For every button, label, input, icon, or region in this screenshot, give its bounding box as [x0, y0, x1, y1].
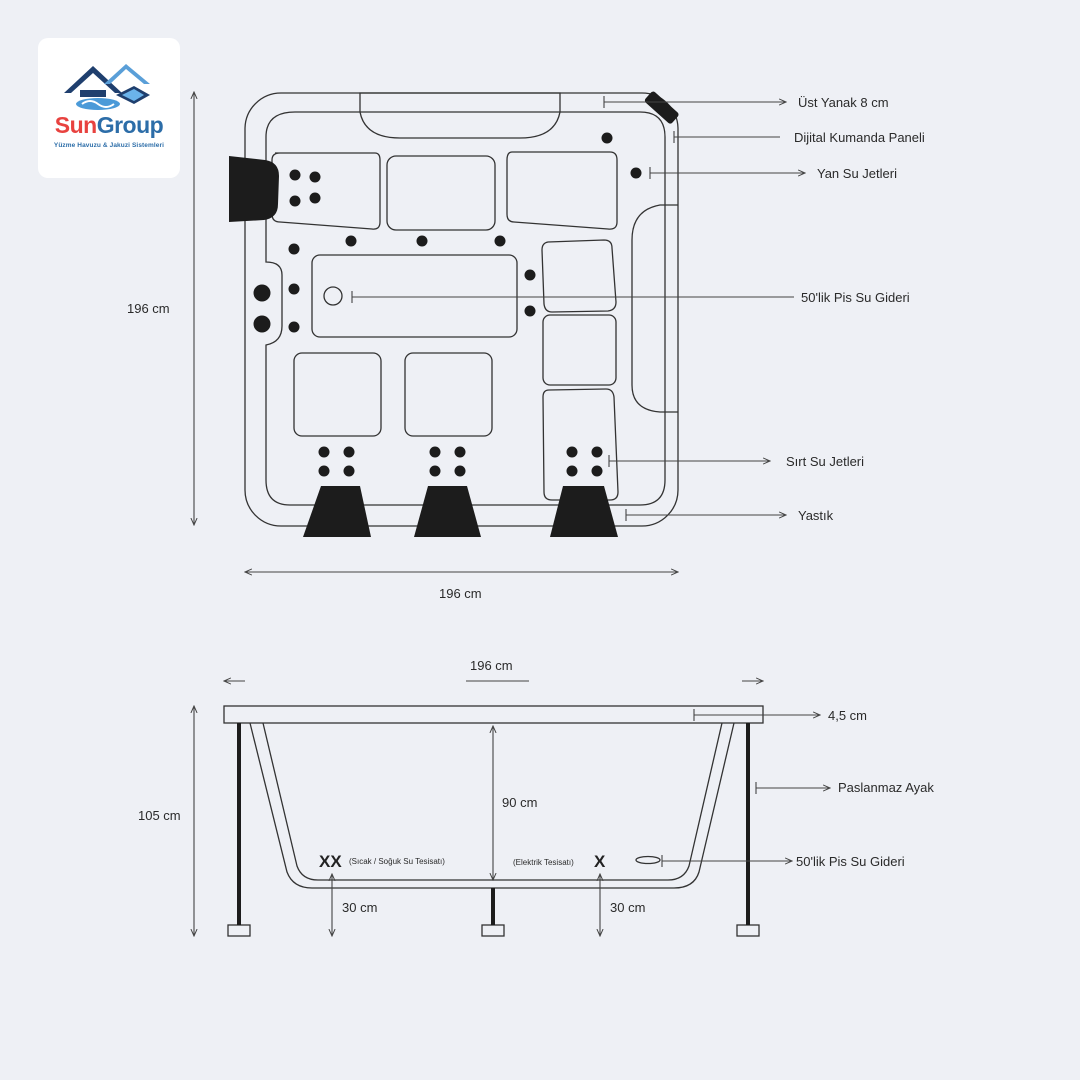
jet: [601, 132, 613, 144]
electric-note: (Elektrik Tesisatı): [513, 858, 574, 867]
callout-yan-jetler: Yan Su Jetleri: [817, 166, 897, 181]
jet: [591, 446, 603, 458]
jet: [309, 171, 321, 183]
brand-name-group: Group: [96, 112, 164, 138]
jet-large: [253, 284, 271, 302]
top-recess: [359, 92, 561, 139]
lounger: [311, 254, 518, 338]
foot-right: [736, 924, 760, 937]
side-height-label: 105 cm: [138, 808, 181, 823]
jet: [343, 465, 355, 477]
callout-rim-thickness: 4,5 cm: [828, 708, 868, 723]
callout-sirt-jetler: Sırt Su Jetleri: [786, 454, 865, 469]
jet: [309, 192, 321, 204]
seat: [506, 151, 618, 230]
jet: [429, 446, 441, 458]
jet: [288, 243, 300, 255]
top-view: [244, 92, 679, 527]
foot-center: [481, 924, 505, 937]
leg-height-right-label: 30 cm: [610, 900, 646, 915]
jet: [454, 446, 466, 458]
top-width-label: 196 cm: [439, 586, 482, 601]
callout-kumanda-paneli: Dijital Kumanda Paneli: [794, 130, 925, 145]
foot-left: [227, 924, 251, 937]
callout-yastik: Yastık: [798, 508, 834, 523]
jet: [288, 283, 300, 295]
jet: [524, 305, 536, 317]
control-panel: [644, 91, 679, 124]
callout-pis-su-gideri-top: 50'lik Pis Su Gideri: [801, 290, 910, 305]
top-rim: [223, 705, 764, 724]
top-height-label: 196 cm: [127, 301, 170, 316]
brand-name-sun: Sun: [54, 112, 97, 138]
leg-height-left-label: 30 cm: [342, 900, 378, 915]
seat: [386, 155, 496, 231]
marker-water-supply: XX: [319, 852, 342, 871]
jet: [429, 465, 441, 477]
side-seat: [541, 239, 617, 313]
brand-name: SunGroup: [38, 112, 180, 139]
seat: [404, 352, 493, 437]
jet: [289, 195, 301, 207]
callout-pis-su-gideri-side: 50'lik Pis Su Gideri: [796, 854, 905, 869]
top-view-fills: [229, 91, 679, 537]
seat: [293, 352, 382, 437]
drain-top: [323, 286, 343, 306]
jet: [630, 167, 642, 179]
pillow-bottom: [303, 486, 371, 537]
inner-tub: [265, 111, 666, 506]
seat: [271, 152, 381, 230]
house-pool-icon: [64, 64, 150, 110]
jet: [318, 465, 330, 477]
jet: [566, 446, 578, 458]
jet: [566, 465, 578, 477]
inner-depth-label: 90 cm: [502, 795, 538, 810]
pillow-left: [229, 156, 279, 222]
drain-side: [635, 855, 661, 865]
jet: [416, 235, 428, 247]
jet: [494, 235, 506, 247]
jet-large: [253, 315, 271, 333]
logo-card: SunGroup Yüzme Havuzu & Jakuzi Sistemler…: [38, 38, 180, 178]
brand-tagline: Yüzme Havuzu & Jakuzi Sistemleri: [53, 142, 165, 149]
callout-ust-yanak: Üst Yanak 8 cm: [798, 95, 889, 110]
callout-paslanmaz-ayak: Paslanmaz Ayak: [838, 780, 934, 795]
pillow-bottom: [414, 486, 481, 537]
side-width-label: 196 cm: [470, 658, 513, 673]
side-recess: [631, 204, 678, 413]
jet: [345, 235, 357, 247]
pillow-bottom: [550, 486, 618, 537]
side-seat: [542, 388, 619, 501]
marker-electric: X: [594, 852, 606, 871]
jet: [591, 465, 603, 477]
side-seat: [542, 314, 617, 386]
jet: [343, 446, 355, 458]
water-supply-note: (Sıcak / Soğuk Su Tesisatı): [349, 857, 445, 866]
jet: [288, 321, 300, 333]
jet: [318, 446, 330, 458]
jet: [454, 465, 466, 477]
jet: [289, 169, 301, 181]
jet: [524, 269, 536, 281]
